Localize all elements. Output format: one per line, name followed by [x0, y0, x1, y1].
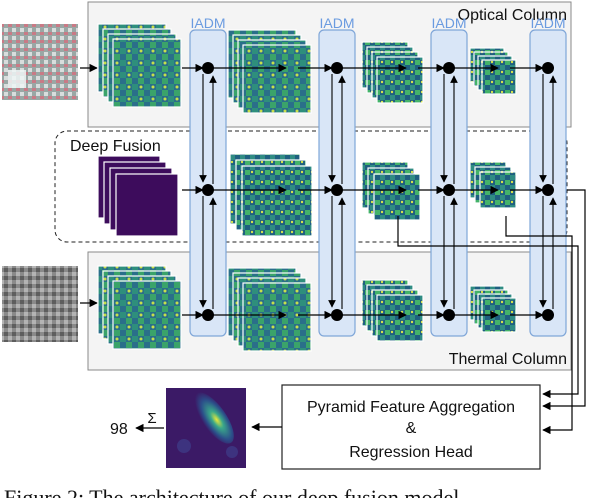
thermal-column-label: Thermal Column: [449, 351, 567, 368]
iadm-bar-1: [189, 29, 227, 337]
fusion-feature-map: [115, 173, 179, 237]
iadm-node: [443, 184, 455, 196]
iadm-node: [202, 184, 214, 196]
optical-input-highlight: [8, 70, 26, 88]
figure-caption: Figure 2: The architecture of our deep f…: [4, 485, 459, 498]
iadm-node: [542, 62, 554, 74]
iadm-label-2: IADM: [320, 15, 355, 31]
optical-feature-map: [376, 56, 424, 104]
density-map-blob: [226, 446, 238, 458]
fusion-feature-map: [241, 165, 313, 237]
deep-fusion-label: Deep Fusion: [70, 138, 161, 155]
iadm-node: [331, 184, 343, 196]
iadm-node: [542, 184, 554, 196]
density-map-hotspot: [194, 392, 234, 444]
count-value: 98: [110, 421, 128, 438]
iadm-bar-2: [318, 29, 356, 337]
deep-fusion-region: [54, 130, 568, 243]
optical-input-image: [2, 24, 78, 100]
iadm-node: [542, 309, 554, 321]
aggregation-head-line3: Regression Head: [349, 444, 473, 461]
iadm-label-3: IADM: [432, 15, 467, 31]
aggregation-head-box: [281, 384, 541, 470]
thermal-feature-map: [112, 280, 182, 350]
level4-output-line: [505, 216, 573, 435]
iadm-label-1: IADM: [191, 15, 226, 31]
iadm-node: [443, 309, 455, 321]
density-map-blob: [177, 439, 191, 453]
optical-feature-map: [481, 59, 517, 95]
optical-column-label: Optical Column: [458, 7, 567, 24]
optical-feature-map: [112, 38, 182, 108]
iadm-bar-3: [430, 29, 468, 337]
fusion-output-line: [542, 189, 586, 411]
sum-symbol: Σ: [147, 410, 156, 427]
aggregation-head-line1: Pyramid Feature Aggregation: [307, 399, 515, 416]
optical-feature-map: [242, 44, 312, 114]
iadm-node: [202, 62, 214, 74]
thermal-feature-map: [242, 282, 312, 352]
thermal-input-image: [2, 266, 78, 342]
iadm-node: [331, 62, 343, 74]
iadm-label-4: IADM: [531, 15, 566, 31]
fusion-feature-map: [373, 173, 421, 221]
thermal-feature-map: [376, 294, 424, 342]
aggregation-head-line2: &: [406, 420, 417, 437]
iadm-node: [331, 309, 343, 321]
iadm-node: [202, 309, 214, 321]
iadm-bar-4: [529, 29, 567, 337]
iadm-node: [443, 62, 455, 74]
level3-output-line: [397, 216, 579, 399]
